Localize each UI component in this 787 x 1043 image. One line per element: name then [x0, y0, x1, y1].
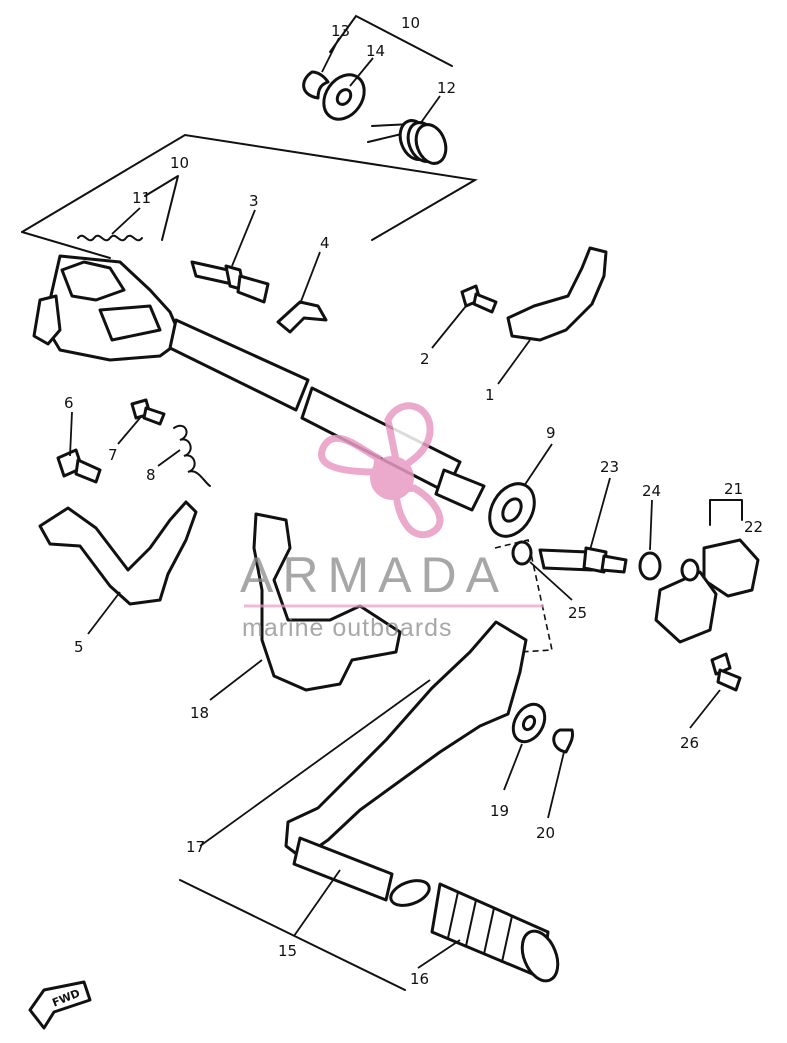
- bolt-part-2: [460, 284, 498, 314]
- bushing-part-25: [511, 540, 533, 566]
- propeller-logo-icon: [318, 402, 444, 539]
- callout-21: 21: [724, 480, 743, 498]
- arm-plate-part-1: [506, 246, 608, 342]
- oil-seal-part-9: [488, 482, 536, 538]
- callout-5: 5: [74, 638, 84, 656]
- bracket-part-18: [252, 512, 402, 692]
- leader-lines: [69, 37, 721, 969]
- callout-20: 20: [536, 824, 555, 842]
- callout-22: 22: [744, 518, 763, 536]
- callout-23: 23: [600, 458, 619, 476]
- pedal-rubber-part-16: [430, 882, 560, 983]
- washer-part-19: [511, 702, 547, 744]
- shift-shaft-long: [168, 318, 486, 512]
- callout-2: 2: [420, 350, 430, 368]
- callout-17: 17: [186, 838, 205, 856]
- bracket-21-22: [709, 499, 743, 526]
- callout-6: 6: [64, 394, 74, 412]
- callout-11: 11: [132, 189, 151, 207]
- forward-arrow-icon: [28, 980, 92, 1030]
- callout-8: 8: [146, 466, 156, 484]
- group-outline-upper: [21, 133, 478, 259]
- bracket-17-15-16: [179, 879, 406, 991]
- bracket-10-left: [144, 175, 179, 241]
- torsion-spring-part-12: [367, 119, 448, 165]
- shift-arm-assembly-part-10: [32, 254, 184, 362]
- clip-part-4: [276, 300, 328, 334]
- callout-10-left: 10: [170, 154, 189, 172]
- bolt-part-6: [56, 448, 102, 484]
- circlip-part-20: [552, 728, 574, 754]
- callout-24: 24: [642, 482, 661, 500]
- callout-14: 14: [366, 42, 385, 60]
- callout-15: 15: [278, 942, 297, 960]
- callout-7: 7: [108, 446, 118, 464]
- bolt-part-23: [538, 546, 628, 574]
- collar-part-24: [638, 551, 662, 581]
- callout-3: 3: [249, 192, 259, 210]
- circlip-part-13: [302, 70, 330, 100]
- shaft-pin-part-3: [190, 260, 270, 304]
- forward-direction-badge: FWD: [28, 980, 92, 1030]
- watermark-brand: ARMADA: [240, 547, 508, 603]
- brand-watermark: ARMADA marine outboards: [240, 402, 544, 642]
- watermark-tagline: marine outboards: [242, 614, 453, 642]
- callout-10-top: 10: [401, 14, 420, 32]
- callout-9: 9: [546, 424, 556, 442]
- callout-1: 1: [485, 386, 495, 404]
- lever-part-5: [38, 500, 198, 606]
- callout-labels: 13 10 14 12 10 11 3 4 2 1 6 7 8 9 23 24 …: [64, 14, 763, 988]
- joint-part-21: [654, 538, 760, 644]
- pedal-rod-part-15: [292, 836, 431, 907]
- callout-18: 18: [190, 704, 209, 722]
- callout-25: 25: [568, 604, 587, 622]
- callout-19: 19: [490, 802, 509, 820]
- group-outline-lower: [494, 539, 553, 653]
- callout-13: 13: [331, 22, 350, 40]
- bolt-part-26: [710, 652, 742, 692]
- callout-4: 4: [320, 234, 330, 252]
- bolt-part-7: [130, 398, 166, 426]
- spring-part-11: [77, 234, 143, 242]
- callout-16: 16: [410, 970, 429, 988]
- callout-26: 26: [680, 734, 699, 752]
- callout-12: 12: [437, 79, 456, 97]
- spring-part-8: [173, 424, 211, 487]
